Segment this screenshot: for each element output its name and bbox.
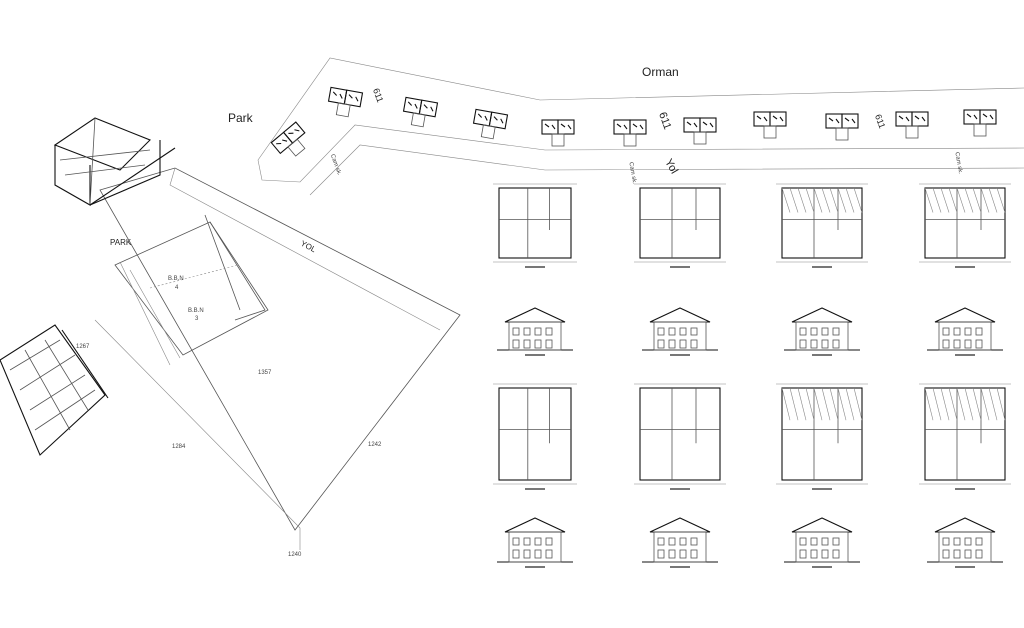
section-drawing — [784, 517, 860, 568]
house-footprint — [472, 108, 509, 140]
road-label: YOL — [299, 239, 318, 255]
house-footprint — [963, 109, 997, 137]
house-footprint — [825, 113, 859, 141]
plan-drawing — [493, 383, 577, 490]
parcel-number: 1240 — [288, 552, 302, 558]
building-axonometric-top — [53, 117, 176, 206]
parcel-number: 1267 — [76, 344, 90, 350]
elevation-drawing — [927, 307, 1003, 356]
parcel-number: 1284 — [172, 444, 186, 450]
road-number: 611 — [873, 113, 887, 130]
block-name: B.B.N — [188, 308, 204, 314]
site-strip: Orman Park Yol 611 611 611 Cam sk. Cam s… — [228, 57, 1024, 196]
plan-drawing — [634, 183, 726, 268]
road-number: 611 — [656, 111, 673, 132]
house-footprint — [613, 119, 647, 147]
elevation-drawing — [784, 307, 860, 356]
plan-drawing — [776, 183, 868, 268]
park-label: Park — [228, 111, 254, 125]
plan-drawing — [493, 183, 577, 268]
drawing-sheets-grid — [493, 183, 1011, 568]
forest-label: Orman — [642, 65, 679, 79]
house-footprint — [270, 121, 306, 157]
plan-drawing — [634, 383, 726, 490]
block-name: B.B.N — [168, 276, 184, 282]
house-footprint — [402, 96, 439, 128]
block-number: 3 — [195, 316, 199, 322]
elevation-drawing — [497, 307, 573, 356]
plot-plan: PARK YOL B.B.N 4 B.B.N 3 1267 1357 1284 … — [76, 167, 461, 558]
house-footprint — [683, 117, 717, 145]
section-drawing — [927, 517, 1003, 568]
elevation-drawing — [642, 307, 718, 356]
parcel-number: 1242 — [368, 442, 382, 448]
parcel-number: 1357 — [258, 370, 272, 376]
road-label: Yol — [662, 157, 680, 176]
house-footprint — [327, 86, 364, 118]
street-label: Cam sk. — [627, 162, 637, 185]
house-footprint — [895, 111, 929, 139]
plan-drawing — [776, 383, 868, 490]
street-label: Cam sk. — [953, 152, 963, 175]
park-label: PARK — [110, 238, 132, 247]
road-number: 611 — [371, 87, 385, 104]
block-number: 4 — [175, 285, 179, 291]
plan-drawing — [919, 183, 1011, 268]
building-axonometric-bottom — [0, 324, 109, 456]
plan-drawing — [919, 383, 1011, 490]
house-footprints — [270, 86, 997, 157]
house-footprint — [753, 111, 787, 139]
house-footprint — [541, 119, 575, 147]
section-drawing — [497, 517, 573, 568]
section-drawing — [642, 517, 718, 568]
